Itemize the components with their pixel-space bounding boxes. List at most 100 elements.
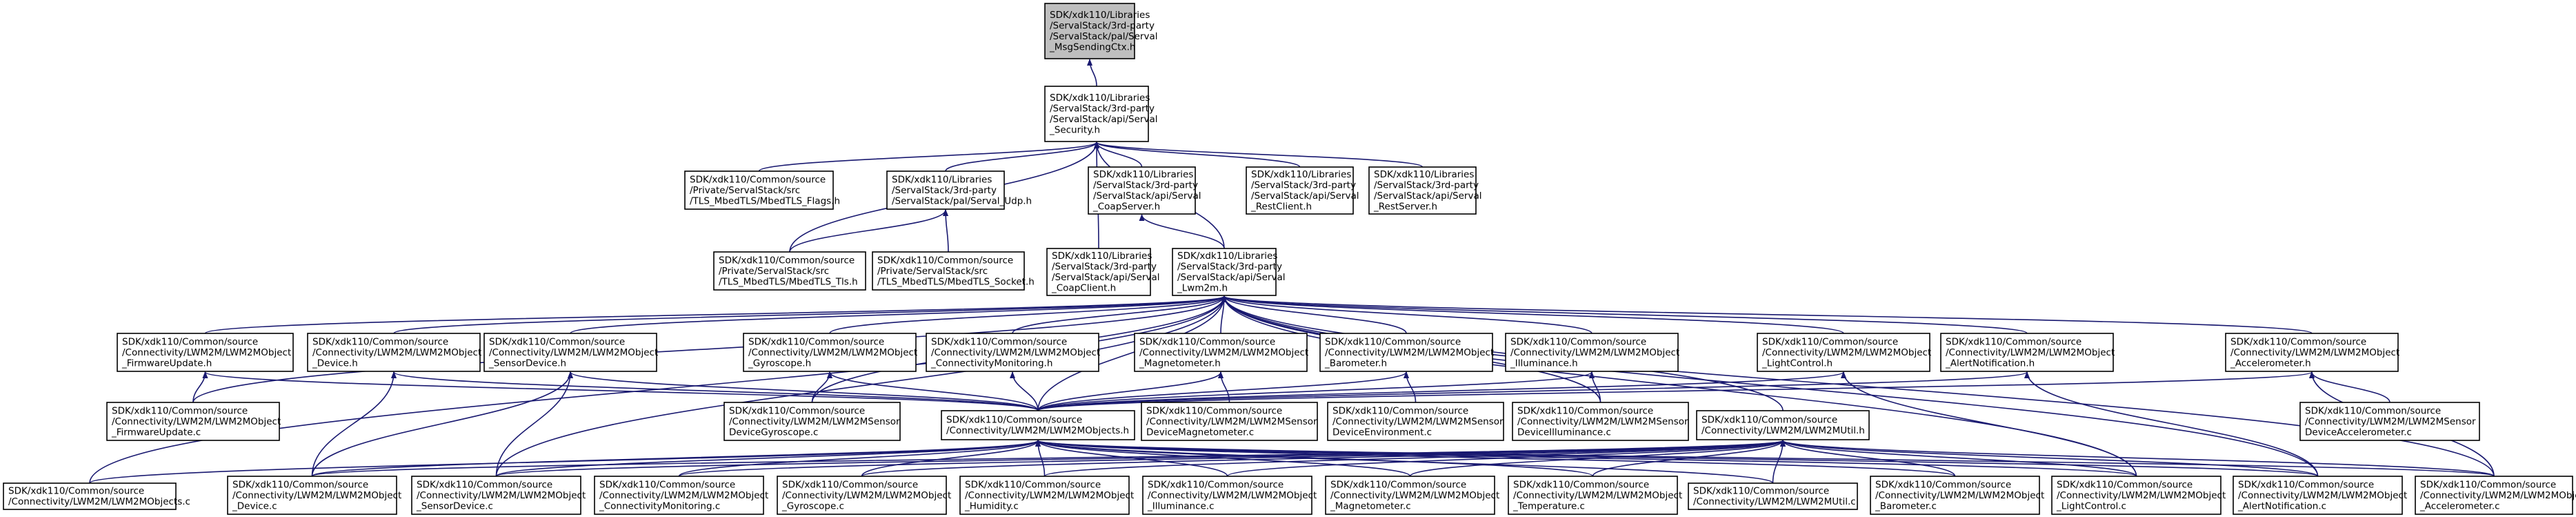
node-flags[interactable]: SDK/xdk110/Common/source/Private/ServalS…	[684, 170, 840, 210]
node-label-line: /Connectivity/LWM2M/LWM2MSensor	[1146, 416, 1317, 427]
node-label-line: SDK/xdk110/Common/source	[719, 255, 855, 266]
node-sensordevice_c[interactable]: SDK/xdk110/Common/source/Connectivity/LW…	[411, 476, 586, 515]
edge-lightcontrol_c-to-util_h	[1780, 440, 2137, 477]
node-label-line: SDK/xdk110/Common/source	[1762, 336, 1898, 347]
node-label-line: /TLS_MbedTLS/MbedTLS_Flags.h	[690, 195, 840, 206]
node-label-line: SDK/xdk110/Common/source	[2230, 336, 2366, 347]
node-illuminance_c[interactable]: SDK/xdk110/Common/source/Connectivity/LW…	[1142, 476, 1317, 515]
node-box	[2233, 476, 2403, 515]
node-label-line: _Accelerometer.c	[2419, 500, 2500, 511]
node-magnetometer_h[interactable]: SDK/xdk110/Common/source/Connectivity/LW…	[1134, 333, 1308, 372]
node-socket[interactable]: SDK/xdk110/Common/source/Private/ServalS…	[872, 251, 1035, 291]
node-label-line: SDK/xdk110/Common/source	[2238, 479, 2374, 490]
node-devenv_c[interactable]: SDK/xdk110/Common/source/Connectivity/LW…	[1327, 402, 1504, 441]
node-devmagneto_c[interactable]: SDK/xdk110/Common/source/Connectivity/LW…	[1141, 402, 1318, 441]
node-label-line: SDK/xdk110/Libraries	[1093, 169, 1193, 180]
node-box	[1044, 3, 1135, 59]
node-gyroscope_h[interactable]: SDK/xdk110/Common/source/Connectivity/LW…	[743, 333, 917, 372]
node-util_c[interactable]: SDK/xdk110/Common/source/Connectivity/LW…	[1688, 482, 1858, 510]
node-label-line: _CoapServer.h	[1092, 202, 1160, 213]
edge-restclient-to-security	[1094, 142, 1301, 168]
node-label-line: /ServalStack/api/Serval	[1050, 114, 1158, 125]
node-label-line: SDK/xdk110/Common/source	[1146, 405, 1282, 416]
edge-restserver-to-security	[1094, 142, 1424, 168]
node-label-line: /ServalStack/3rd-party	[1050, 104, 1155, 115]
node-label-line: _Magnetometer.h	[1139, 358, 1221, 369]
node-devgyro_c[interactable]: SDK/xdk110/Common/source/Connectivity/LW…	[723, 402, 901, 441]
node-label-line: _Lwm2m.h	[1177, 283, 1228, 294]
node-box	[1870, 476, 2040, 515]
node-label-line: /Connectivity/LWM2M/LWM2MObjects.h	[946, 425, 1129, 436]
node-label-line: SDK/xdk110/Libraries	[1251, 169, 1351, 180]
node-devillum_c[interactable]: SDK/xdk110/Common/source/Connectivity/LW…	[1512, 402, 1689, 441]
node-label-line: SDK/xdk110/Common/source	[1693, 486, 1829, 497]
node-coapclient[interactable]: SDK/xdk110/Libraries/ServalStack/3rd-par…	[1046, 248, 1160, 296]
node-alertnotif_h[interactable]: SDK/xdk110/Common/source/Connectivity/LW…	[1940, 333, 2115, 372]
node-box	[1368, 166, 1477, 215]
node-objects_c[interactable]: SDK/xdk110/Common/source/Connectivity/LW…	[3, 482, 190, 510]
node-box	[2051, 476, 2221, 515]
node-box	[743, 333, 917, 372]
edge-device_c-to-objects_h	[311, 440, 1041, 477]
node-temperature_c[interactable]: SDK/xdk110/Common/source/Connectivity/LW…	[1508, 476, 1682, 515]
node-label-line: /Connectivity/LWM2M/LWM2MObject	[2420, 490, 2576, 501]
node-box	[886, 170, 1005, 210]
edge-connmon_h-to-lwm2m	[1012, 295, 1227, 334]
node-label-line: /ServalStack/3rd-party	[892, 185, 997, 196]
node-box	[926, 333, 1099, 372]
node-udp[interactable]: SDK/xdk110/Libraries/ServalStack/3rd-par…	[886, 170, 1032, 210]
edge-objects_h-to-connmon_h	[1010, 371, 1039, 411]
node-accel_c[interactable]: SDK/xdk110/Common/source/Connectivity/LW…	[2415, 476, 2576, 515]
node-lightcontrol_h[interactable]: SDK/xdk110/Common/source/Connectivity/LW…	[1757, 333, 1931, 372]
node-label-line: SDK/xdk110/Common/source	[312, 336, 448, 347]
node-lightcontrol_c[interactable]: SDK/xdk110/Common/source/Connectivity/LW…	[2051, 476, 2226, 515]
node-box	[1757, 333, 1930, 372]
node-alertnotif_c[interactable]: SDK/xdk110/Common/source/Connectivity/LW…	[2233, 476, 2407, 515]
node-fwupdate_c[interactable]: SDK/xdk110/Common/source/Connectivity/LW…	[106, 402, 281, 441]
edge-sensordevice_c-to-sensordevice_h	[495, 371, 573, 477]
edge-objects_h-to-illuminance_h	[1037, 371, 1595, 411]
node-device_c[interactable]: SDK/xdk110/Common/source/Connectivity/LW…	[227, 476, 401, 515]
node-connmon_c[interactable]: SDK/xdk110/Common/source/Connectivity/LW…	[594, 476, 768, 515]
node-connmon_h[interactable]: SDK/xdk110/Common/source/Connectivity/LW…	[926, 333, 1100, 372]
node-tls[interactable]: SDK/xdk110/Common/source/Private/ServalS…	[713, 251, 866, 291]
node-objects_h[interactable]: SDK/xdk110/Common/source/Connectivity/LW…	[941, 410, 1135, 440]
node-accel_h[interactable]: SDK/xdk110/Common/source/Connectivity/LW…	[2225, 333, 2399, 372]
node-label-line: /Connectivity/LWM2M/LWM2MObject	[965, 490, 1134, 501]
node-barometer_h[interactable]: SDK/xdk110/Common/source/Connectivity/LW…	[1319, 333, 1494, 372]
edge-objects_h-to-barometer_h	[1037, 371, 1409, 411]
node-coapserver[interactable]: SDK/xdk110/Libraries/ServalStack/3rd-par…	[1088, 166, 1201, 215]
dependency-edges	[89, 59, 2495, 484]
node-label-line: /Connectivity/LWM2M/LWM2MObject	[1762, 347, 1931, 358]
edge-accel_c-to-util_h	[1780, 440, 2495, 477]
node-devaccel_c[interactable]: SDK/xdk110/Common/source/Connectivity/LW…	[2299, 402, 2480, 441]
node-restclient[interactable]: SDK/xdk110/Libraries/ServalStack/3rd-par…	[1246, 166, 1359, 215]
node-util_h[interactable]: SDK/xdk110/Common/source/Connectivity/LW…	[1696, 410, 1870, 440]
node-security[interactable]: SDK/xdk110/Libraries/ServalStack/3rd-par…	[1044, 86, 1158, 142]
node-lwm2m[interactable]: SDK/xdk110/Libraries/ServalStack/3rd-par…	[1172, 248, 1286, 296]
node-label-line: /Connectivity/LWM2M/LWM2MSensor	[1332, 416, 1504, 427]
node-box	[2299, 402, 2480, 441]
edge-gyroscope_c-to-objects_h	[861, 440, 1041, 477]
node-illuminance_h[interactable]: SDK/xdk110/Common/source/Connectivity/LW…	[1505, 333, 1679, 372]
node-gyroscope_c[interactable]: SDK/xdk110/Common/source/Connectivity/LW…	[777, 476, 951, 515]
node-label-line: /ServalStack/3rd-party	[1251, 180, 1356, 191]
node-device_h[interactable]: SDK/xdk110/Common/source/Connectivity/LW…	[307, 333, 481, 372]
node-label-line: SDK/xdk110/Libraries	[1177, 251, 1277, 262]
node-box	[1327, 402, 1504, 441]
node-restserver[interactable]: SDK/xdk110/Libraries/ServalStack/3rd-par…	[1368, 166, 1482, 215]
node-label-line: _RestClient.h	[1250, 202, 1312, 213]
node-box	[2415, 476, 2573, 515]
node-box	[106, 402, 280, 441]
node-box	[1688, 482, 1858, 510]
node-label-line: SDK/xdk110/Common/source	[1701, 415, 1837, 426]
node-label-line: /ServalStack/api/Serval	[1177, 272, 1286, 283]
node-root[interactable]: SDK/xdk110/Libraries/ServalStack/3rd-par…	[1044, 3, 1158, 59]
node-magnetometer_c[interactable]: SDK/xdk110/Common/source/Connectivity/LW…	[1325, 476, 1499, 515]
node-label-line: DeviceIlluminance.c	[1517, 427, 1611, 438]
node-fwupdate_h[interactable]: SDK/xdk110/Common/source/Connectivity/LW…	[117, 333, 294, 372]
node-humidity_c[interactable]: SDK/xdk110/Common/source/Connectivity/LW…	[959, 476, 1134, 515]
node-sensordevice_h[interactable]: SDK/xdk110/Common/source/Connectivity/LW…	[483, 333, 658, 372]
node-barometer_c[interactable]: SDK/xdk110/Common/source/Connectivity/LW…	[1870, 476, 2044, 515]
node-label-line: _Gyroscope.c	[781, 500, 844, 511]
